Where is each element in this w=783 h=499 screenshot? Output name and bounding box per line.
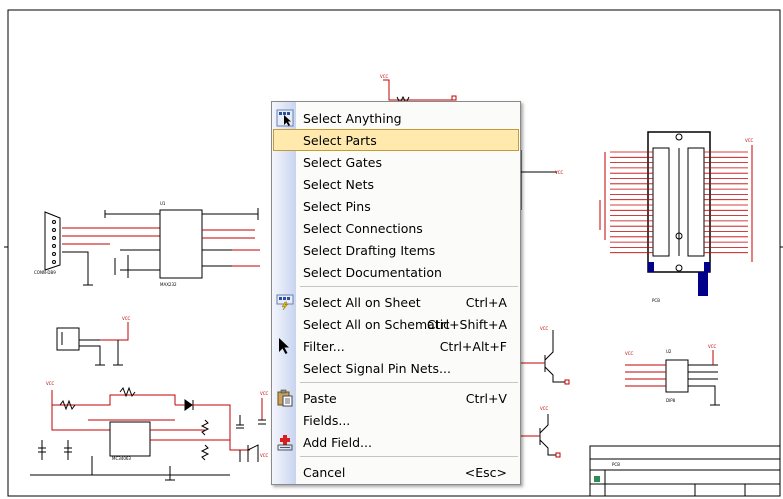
menu-item-label: Cancel — [303, 465, 346, 480]
svg-text:VCC: VCC — [260, 391, 269, 396]
svg-text:VCC: VCC — [46, 381, 55, 386]
menu-item-select-all-on-sheet[interactable]: Select All on Sheet Ctrl+A — [273, 291, 519, 313]
menu-item-paste[interactable]: Paste Ctrl+V — [273, 387, 519, 409]
u2-label: U2 — [666, 349, 672, 354]
menu-separator — [300, 456, 518, 457]
menu-item-fields[interactable]: Fields... — [273, 409, 519, 431]
osc-label: MC34063 — [112, 456, 131, 461]
menu-item-label: Select Documentation — [303, 265, 442, 280]
top-resistor-net: VCC — [380, 74, 457, 105]
menu-item-select-anything[interactable]: Select Anything — [273, 107, 519, 129]
menu-item-label: Select Parts — [303, 133, 377, 148]
menu-item-select-drafting-items[interactable]: Select Drafting Items — [273, 239, 519, 261]
menu-item-label: Select All on Sheet — [303, 295, 421, 310]
svg-text:VCC: VCC — [540, 406, 549, 411]
menu-item-label: Select Connections — [303, 221, 423, 236]
menu-item-label: Select Gates — [303, 155, 382, 170]
svg-text:VCC: VCC — [260, 453, 269, 458]
menu-item-select-all-on-schematic[interactable]: Select All on Schematic Ctrl+Shift+A — [273, 313, 519, 335]
title-block: PCB — [589, 445, 781, 497]
menu-separator — [300, 286, 518, 287]
title-block-text: PCB — [612, 462, 620, 467]
menu-item-shortcut: Ctrl+Alt+F — [439, 339, 507, 354]
select-anything-icon — [276, 109, 294, 127]
menu-item-shortcut: <Esc> — [464, 465, 507, 480]
svg-text:VCC: VCC — [625, 351, 634, 356]
menu-item-label: Select Drafting Items — [303, 243, 436, 258]
menu-item-label: Select All on Schematic — [303, 317, 451, 332]
svg-text:VCC: VCC — [540, 326, 549, 331]
menu-item-label: Select Anything — [303, 111, 402, 126]
menu-item-select-nets[interactable]: Select Nets — [273, 173, 519, 195]
paste-icon — [277, 389, 293, 407]
menu-separator — [300, 382, 518, 383]
menu-item-filter[interactable]: Filter... Ctrl+Alt+F — [273, 335, 519, 357]
bus-stub: VCC — [520, 150, 564, 210]
menu-item-label: Add Field... — [303, 435, 372, 450]
menu-item-select-gates[interactable]: Select Gates — [273, 151, 519, 173]
u1-part: MAX232 — [160, 282, 177, 287]
context-menu: Select Anything Select Parts Select Gate… — [271, 101, 521, 485]
menu-item-label: Select Nets — [303, 177, 374, 192]
db9-connector: CONN-DB9 — [34, 211, 160, 286]
u1-label: U1 — [160, 201, 166, 206]
menu-item-select-connections[interactable]: Select Connections — [273, 217, 519, 239]
dip8-chip: U2 DIP8 VCC VCC — [625, 344, 720, 406]
socket-pins — [610, 151, 748, 254]
socket-label: PCB — [652, 298, 660, 303]
menu-item-select-pins[interactable]: Select Pins — [273, 195, 519, 217]
menu-item-add-field[interactable]: Add Field... — [273, 431, 519, 453]
transistor-top: VCC — [521, 326, 570, 385]
menu-item-select-documentation[interactable]: Select Documentation — [273, 261, 519, 283]
dip-socket: PCB VCC — [599, 131, 754, 303]
menu-item-label: Select Pins — [303, 199, 371, 214]
max232-chip: U1 MAX232 — [104, 201, 260, 287]
menu-item-select-signal-pin-nets[interactable]: Select Signal Pin Nets... — [273, 357, 519, 379]
u2-part: DIP8 — [666, 398, 676, 403]
menu-icon-gutter — [272, 102, 296, 484]
transistor-bottom: VCC — [521, 406, 561, 458]
svg-text:VCC: VCC — [555, 170, 564, 175]
sheet-border — [7, 9, 781, 497]
menu-item-cancel[interactable]: Cancel <Esc> — [273, 461, 519, 483]
select-all-icon — [276, 294, 294, 311]
svg-text:VCC: VCC — [122, 316, 131, 321]
menu-item-label: Select Signal Pin Nets... — [303, 361, 451, 376]
add-field-icon — [277, 435, 293, 451]
dc-jack: VCC — [56, 316, 131, 366]
connector-label: CONN-DB9 — [34, 270, 56, 275]
filter-cursor-icon — [279, 338, 289, 354]
svg-text:VCC: VCC — [708, 344, 717, 349]
menu-item-shortcut: Ctrl+V — [465, 391, 507, 406]
menu-item-select-parts[interactable]: Select Parts — [273, 129, 519, 151]
menu-item-label: Filter... — [303, 339, 345, 354]
svg-text:VCC: VCC — [745, 138, 754, 143]
mc34063-circuit: VCC MC34063 VCC VCC — [30, 381, 269, 481]
menu-item-label: Paste — [303, 391, 337, 406]
menu-item-shortcut: Ctrl+A — [465, 295, 507, 310]
vcc-label-top: VCC — [380, 74, 389, 79]
menu-item-label: Fields... — [303, 413, 351, 428]
menu-item-shortcut: Ctrl+Shift+A — [426, 317, 507, 332]
